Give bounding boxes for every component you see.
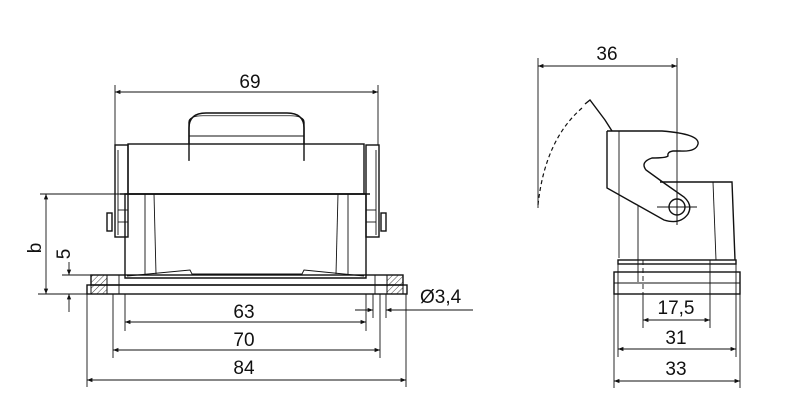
dimension-84: 84 — [86, 294, 407, 387]
housing-body — [124, 193, 367, 279]
dimension-33: 33 — [613, 294, 741, 388]
dim-label-hole-diameter: Ø3,4 — [420, 287, 462, 308]
lever-swing-arc — [537, 107, 583, 206]
dimension-hole-diameter: Ø3,4 — [355, 287, 473, 318]
dim-label-5: 5 — [54, 249, 75, 260]
side-view: 36 — [537, 44, 741, 388]
dim-label-31: 31 — [665, 328, 686, 349]
right-latch — [365, 144, 387, 238]
dimension-63: 63 — [124, 294, 367, 331]
handle — [188, 115, 305, 161]
dim-label-84: 84 — [233, 358, 255, 379]
dimension-69: 69 — [114, 72, 379, 145]
dim-label-b: b — [25, 243, 46, 254]
dim-label-33: 33 — [665, 359, 686, 380]
dimension-70: 70 — [112, 294, 381, 358]
dim-label-70: 70 — [233, 330, 254, 351]
dimension-31: 31 — [617, 294, 737, 357]
dimension-17-5: 17,5 — [642, 294, 711, 328]
side-housing — [613, 181, 741, 295]
dimension-5: 5 — [54, 249, 91, 312]
flange — [86, 274, 408, 295]
dim-label-69: 69 — [239, 72, 260, 93]
dim-label-17-5: 17,5 — [658, 298, 695, 319]
hood-top — [127, 143, 365, 195]
dim-label-63: 63 — [233, 302, 254, 323]
dimension-b: b — [25, 193, 120, 295]
dim-label-36: 36 — [596, 44, 617, 65]
left-latch — [106, 144, 129, 238]
lever — [584, 99, 699, 258]
front-view: 69 — [25, 72, 473, 387]
